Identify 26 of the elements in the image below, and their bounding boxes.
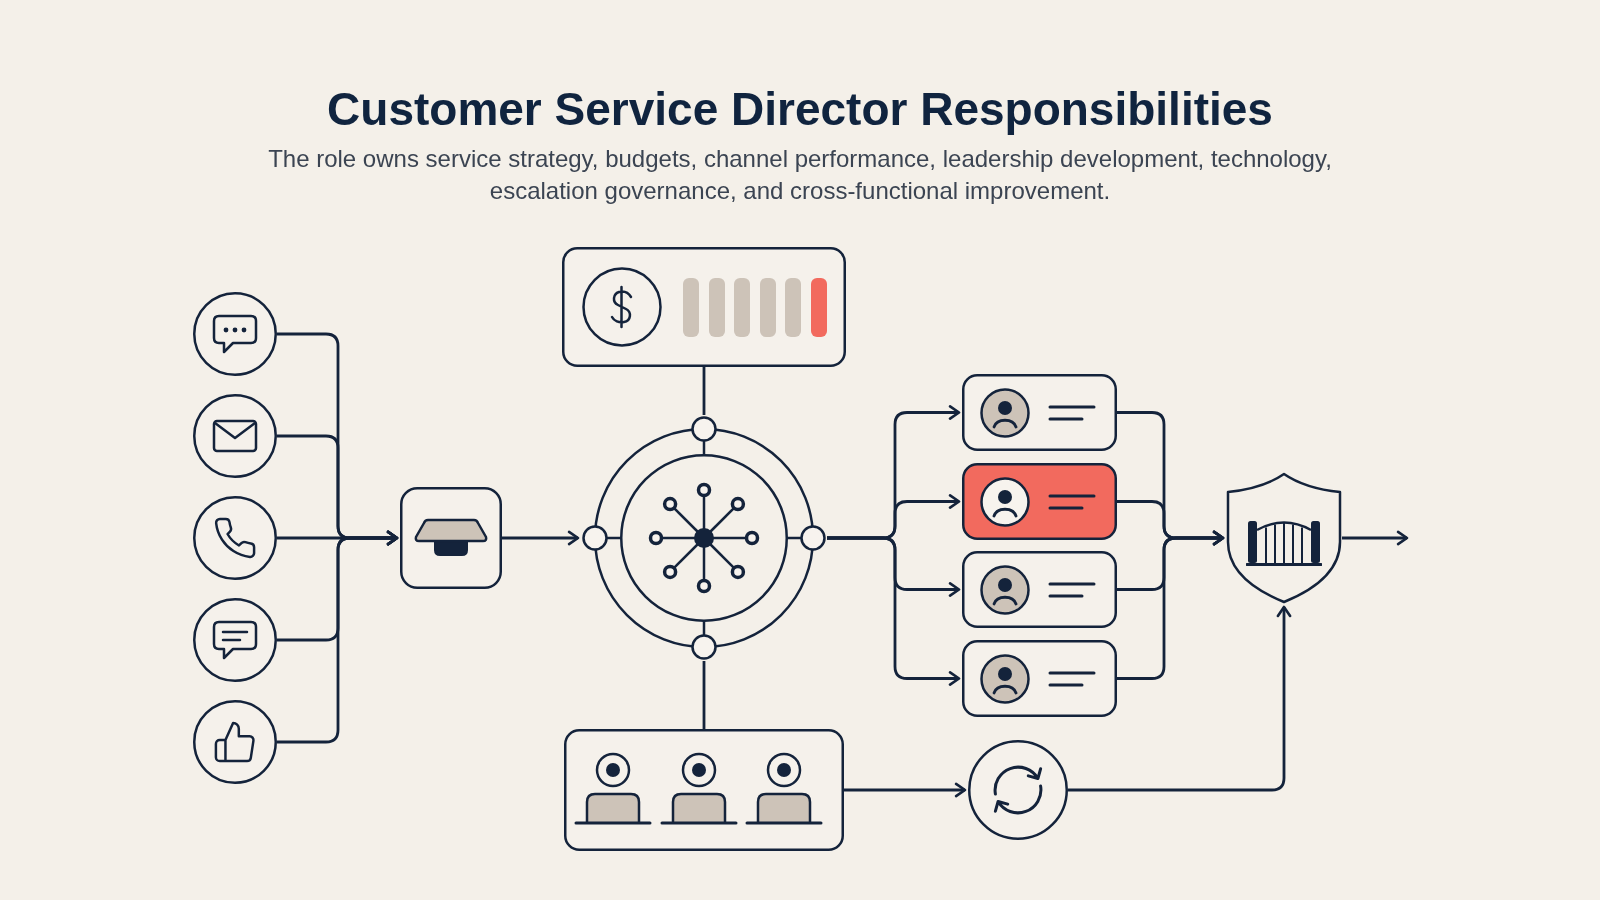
arrow: [277, 530, 399, 744]
channel-circle: [193, 292, 277, 376]
arrow: [1342, 530, 1409, 546]
channel-circle: [193, 598, 277, 682]
title: Customer Service Director Responsibilities: [327, 82, 1273, 137]
arrow: [1068, 605, 1292, 792]
channel-circle: [193, 394, 277, 478]
channel-circle: [193, 496, 277, 580]
inbox-tile: [400, 487, 502, 589]
agent-card: [962, 551, 1117, 628]
hub-circle: [581, 415, 827, 661]
agent-card: [962, 374, 1117, 451]
arrow: [502, 530, 580, 546]
team-panel: [564, 729, 844, 851]
arrow: [1117, 530, 1225, 680]
connector-line: [702, 661, 706, 729]
arrow: [827, 536, 961, 686]
caption: The role owns service strategy, budgets, channel performance, leadership development, technology, escalation governance, and cross-functional improvement.: [267, 144, 1333, 206]
channel-circle: [193, 700, 277, 784]
connector-line: [702, 367, 706, 415]
arrow: [844, 782, 967, 798]
agent-card: [962, 463, 1117, 540]
shield: [1226, 472, 1342, 604]
budget-panel: [562, 247, 846, 367]
sync-circle: [968, 740, 1068, 840]
agent-card: [962, 640, 1117, 717]
